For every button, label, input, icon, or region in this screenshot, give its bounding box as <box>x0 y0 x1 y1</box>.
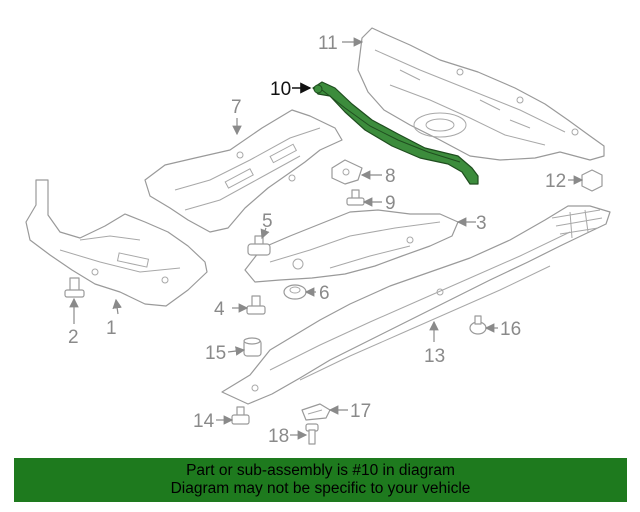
leader-lines <box>69 37 584 440</box>
fastener-15-icon <box>243 337 262 357</box>
callout-5: 5 <box>262 211 273 232</box>
callout-17: 17 <box>350 401 371 422</box>
fastener-16-icon <box>469 315 487 335</box>
callout-18: 18 <box>268 426 289 447</box>
callout-16: 16 <box>500 319 521 340</box>
callout-7: 7 <box>231 97 242 118</box>
callout-15: 15 <box>205 343 226 364</box>
callout-2: 2 <box>68 327 79 348</box>
callout-1: 1 <box>106 318 117 339</box>
part-10-underbody-brace <box>312 81 479 185</box>
callout-11: 11 <box>318 33 338 54</box>
fastener-6-icon <box>283 284 307 300</box>
fastener-9-icon <box>346 189 365 206</box>
part-1-front-underbody-shield <box>25 179 208 307</box>
callout-3: 3 <box>476 213 487 234</box>
fastener-5-icon <box>247 235 271 256</box>
part-11-rear-underbody-panel <box>357 27 605 161</box>
part-13-side-rail-cover <box>221 205 611 405</box>
callout-8: 8 <box>385 166 396 187</box>
banner-line-1: Part or sub-assembly is #10 in diagram <box>186 462 455 479</box>
callout-13: 13 <box>424 346 445 367</box>
callout-9: 9 <box>385 193 396 214</box>
fastener-12-icon <box>581 169 603 192</box>
callout-labels: 1 2 3 4 5 6 7 8 9 10 11 12 13 14 15 16 1… <box>68 33 566 447</box>
part-3-side-shield <box>244 209 459 283</box>
part-8-clip <box>331 159 363 185</box>
fastener-18-icon <box>305 423 319 445</box>
fastener-4-icon <box>246 295 266 315</box>
callout-4: 4 <box>214 299 225 320</box>
banner-line-2: Diagram may not be specific to your vehi… <box>170 480 471 497</box>
fastener-2-icon <box>64 277 85 298</box>
callout-6: 6 <box>319 283 330 304</box>
part-7-center-underbody-shield <box>144 109 343 233</box>
diagram-notice-banner: Part or sub-assembly is #10 in diagram D… <box>14 458 627 502</box>
exploded-parts-diagram: 1 2 3 4 5 6 7 8 9 10 11 12 13 14 15 16 1… <box>25 27 611 447</box>
part-17-pad <box>301 403 331 421</box>
fastener-14-icon <box>231 406 250 425</box>
callout-10: 10 <box>270 79 291 100</box>
callout-14: 14 <box>193 411 215 432</box>
callout-12: 12 <box>545 171 566 192</box>
